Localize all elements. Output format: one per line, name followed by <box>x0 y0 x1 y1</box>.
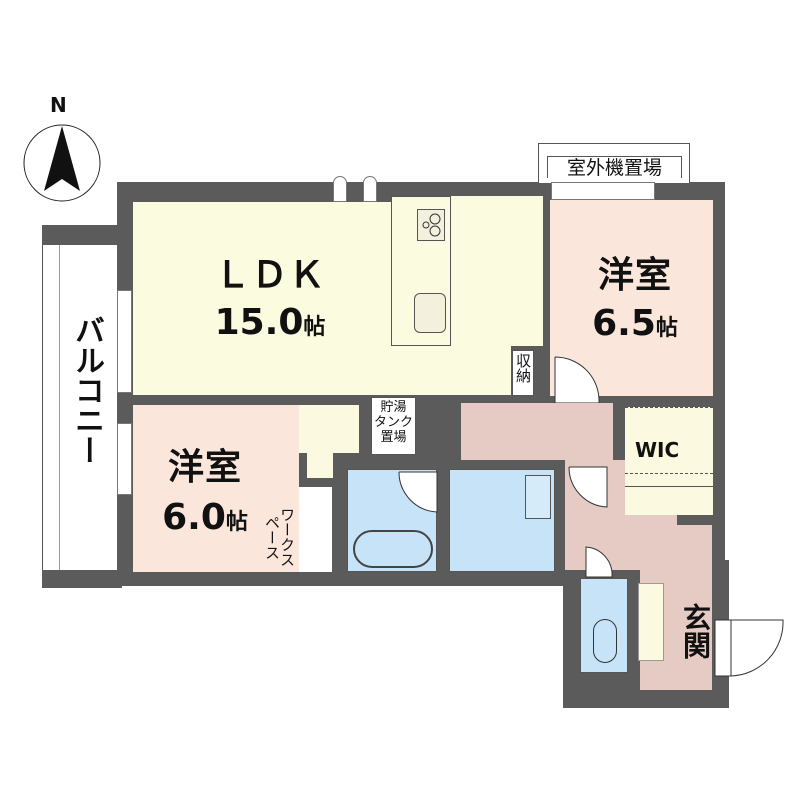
stove-icon <box>417 209 445 241</box>
shoe-cabinet[interactable] <box>638 583 664 661</box>
vent-door-2 <box>363 176 377 202</box>
washbasin-icon <box>525 475 551 519</box>
entrance-label: 玄関 <box>679 603 712 659</box>
room-toilet[interactable] <box>580 578 628 673</box>
ldk-size-unit: 帖 <box>303 315 326 340</box>
water-heater-line-1: 貯湯 <box>380 400 407 415</box>
wic-shelf-line <box>625 486 713 487</box>
wic-dashed-line <box>625 473 713 474</box>
bedroom-east-size: 6.5帖 <box>580 306 690 342</box>
bedroom-east-size-value: 6.5 <box>592 303 656 344</box>
compass: N <box>22 95 102 205</box>
bathtub-icon <box>353 530 433 568</box>
wall-balcony-bottom <box>42 570 122 588</box>
outdoor-unit-label: 室外機置場 <box>547 156 682 178</box>
hallway[interactable] <box>461 403 613 460</box>
ldk-label: ＬＤＫ <box>214 255 326 296</box>
door-toilet-icon[interactable] <box>584 545 614 579</box>
balcony: バルコニー <box>42 245 117 570</box>
workspace-label: ワークスペース <box>263 507 296 567</box>
bedroom-west-size: 6.0帖 <box>150 500 260 536</box>
room-ldk-kitchen-lower[interactable] <box>391 346 511 395</box>
bedroom-west-size-value: 6.0 <box>162 497 226 538</box>
door-bathroom-icon[interactable] <box>397 470 439 514</box>
wic-label: WIC <box>635 438 680 462</box>
ldk-size: 15.0帖 <box>200 305 340 341</box>
north-arrow-icon <box>23 124 101 202</box>
vent-door-1 <box>333 176 347 202</box>
closet-bedroom-west[interactable] <box>299 405 359 453</box>
water-heater-space: 貯湯 タンク 置場 <box>371 397 416 455</box>
door-bedroom-east-icon[interactable] <box>553 355 603 405</box>
storage-closet[interactable]: 収納 <box>512 350 534 396</box>
outdoor-unit-area: 室外機置場 <box>538 143 690 183</box>
room-wic[interactable]: WIC <box>625 407 713 515</box>
balcony-rail <box>59 245 60 570</box>
window-bedroom-east <box>551 182 655 200</box>
front-door-icon[interactable] <box>713 618 785 680</box>
bedroom-west-label: 洋室 <box>167 447 242 488</box>
water-heater-line-2: タンク <box>373 415 413 430</box>
wall-balcony-top <box>42 225 122 245</box>
room-bedroom-west[interactable] <box>133 405 299 572</box>
bedroom-east-label: 洋室 <box>597 255 672 296</box>
water-heater-line-3: 置場 <box>380 430 407 445</box>
window-bedroom-west <box>117 423 132 495</box>
room-washroom[interactable] <box>449 469 555 572</box>
ldk-size-value: 15.0 <box>214 302 304 343</box>
sink-icon <box>414 293 446 333</box>
door-wic-icon[interactable] <box>567 465 609 511</box>
closet-bedroom-west-lower[interactable] <box>307 453 333 478</box>
balcony-label: バルコニー <box>69 315 104 465</box>
bedroom-west-size-unit: 帖 <box>225 510 248 535</box>
workspace[interactable] <box>299 487 332 572</box>
room-ldk[interactable] <box>133 202 391 395</box>
window-ldk <box>117 290 132 393</box>
storage-label: 収納 <box>514 353 532 383</box>
compass-north-label: N <box>50 93 67 117</box>
bedroom-east-size-unit: 帖 <box>655 316 678 341</box>
toilet-icon <box>593 619 617 663</box>
